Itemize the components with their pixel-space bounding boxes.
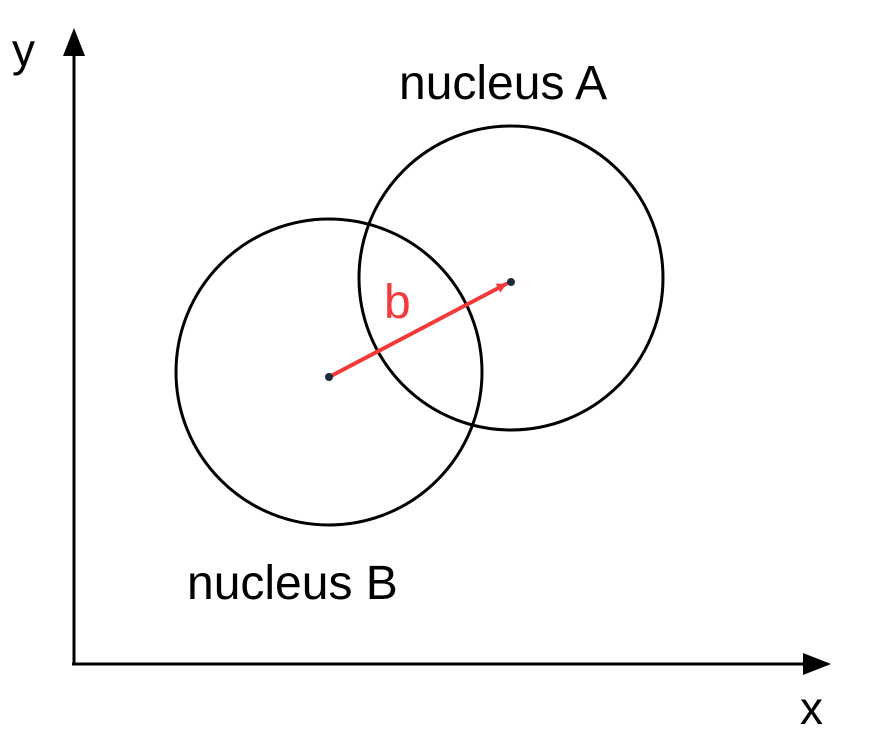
impact-parameter-label: b bbox=[384, 276, 411, 329]
y-axis-arrowhead bbox=[63, 28, 85, 56]
y-axis-label: y bbox=[12, 24, 35, 76]
nucleus-b-center-dot bbox=[325, 373, 333, 381]
x-axis-label: x bbox=[800, 682, 823, 734]
nucleus-a-circle bbox=[357, 124, 665, 432]
x-axis-arrowhead bbox=[803, 653, 831, 675]
nucleus-b-circle bbox=[174, 217, 484, 527]
nucleus-a-center-dot bbox=[507, 278, 515, 286]
impact-parameter-arrow bbox=[329, 282, 508, 378]
nucleus-b-label: nucleus B bbox=[187, 557, 398, 610]
nucleus-a-label: nucleus A bbox=[399, 57, 607, 110]
